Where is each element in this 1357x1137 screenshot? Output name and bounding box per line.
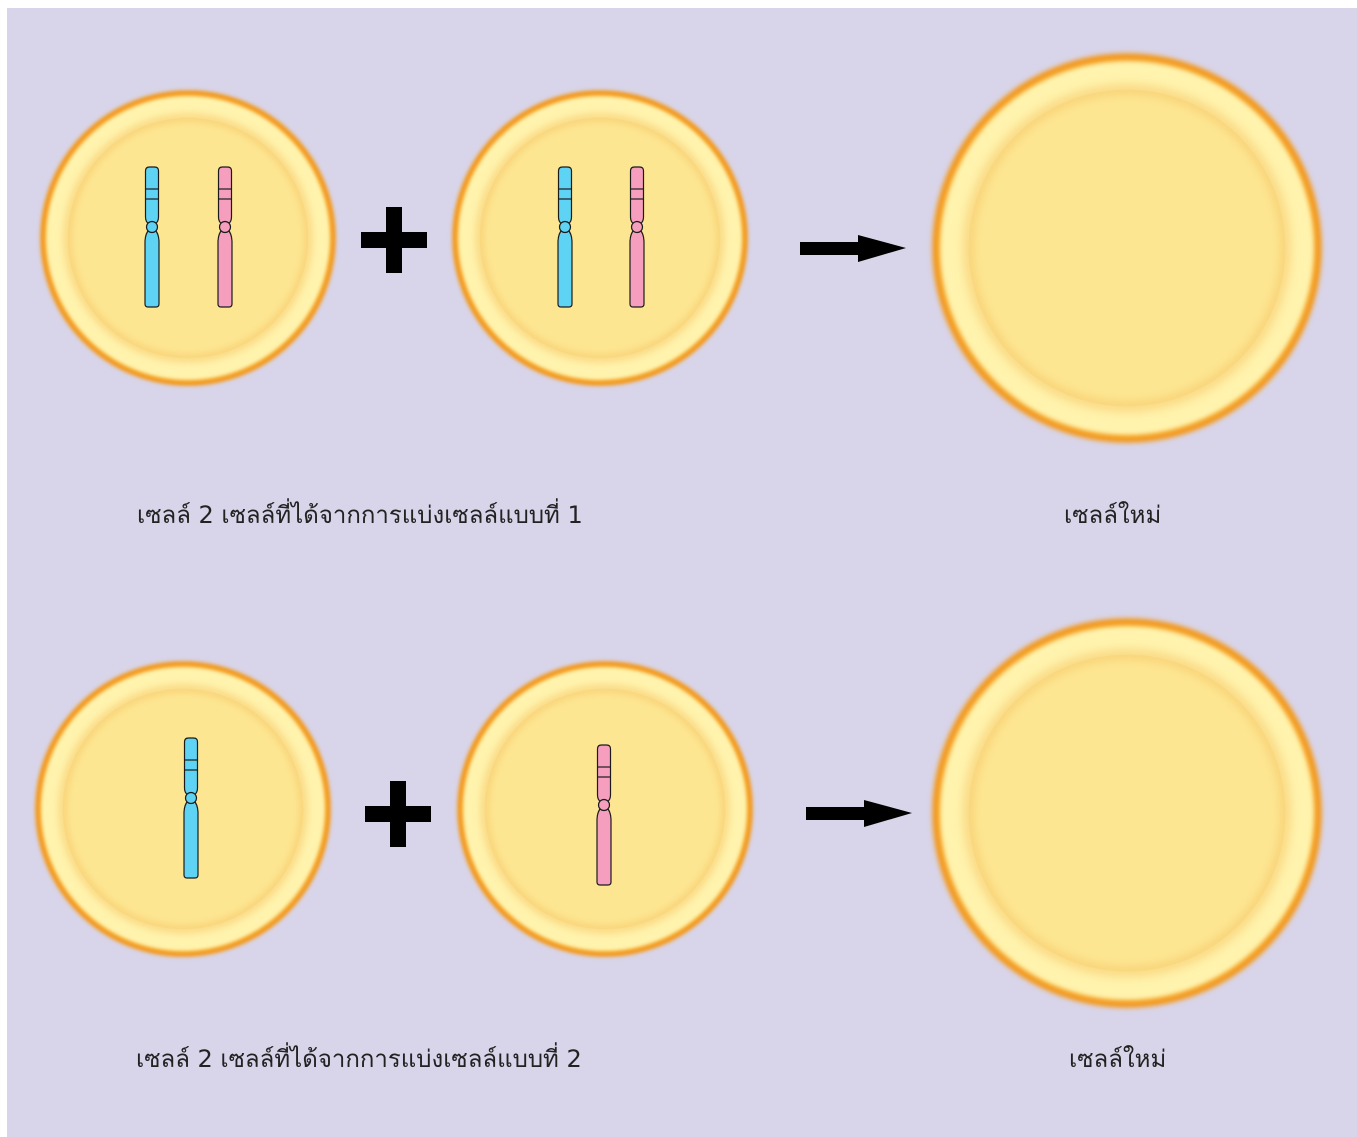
caption-row-1-parents: เซลล์ 2 เซลล์ที่ได้จากการแบ่งเซลล์แบบที่… xyxy=(137,501,583,529)
caption-row-1-new-cell: เซลล์ใหม่ xyxy=(1064,501,1162,529)
caption-row-2-parents: เซลล์ 2 เซลล์ที่ได้จากการแบ่งเซลล์แบบที่… xyxy=(136,1045,582,1073)
chromosome-blue xyxy=(557,166,573,308)
chromosome-pink xyxy=(217,166,233,308)
chromosome-blue xyxy=(183,737,199,879)
new-cell-1 xyxy=(936,57,1318,439)
plus-icon xyxy=(361,207,427,273)
right-arrow-icon xyxy=(806,800,912,827)
plus-icon xyxy=(365,781,431,847)
caption-row-2-new-cell: เซลล์ใหม่ xyxy=(1069,1045,1167,1073)
new-cell-2 xyxy=(936,622,1318,1004)
right-arrow-icon xyxy=(800,235,906,262)
chromosome-pink xyxy=(596,744,612,886)
row-1 xyxy=(43,57,1318,439)
parent-cell-1b xyxy=(455,93,745,383)
chromosome-pink xyxy=(629,166,645,308)
chromosome-blue xyxy=(144,166,160,308)
parent-cell-1a xyxy=(43,93,333,383)
parent-cell-2a xyxy=(38,664,328,954)
row-2 xyxy=(38,622,1318,1004)
